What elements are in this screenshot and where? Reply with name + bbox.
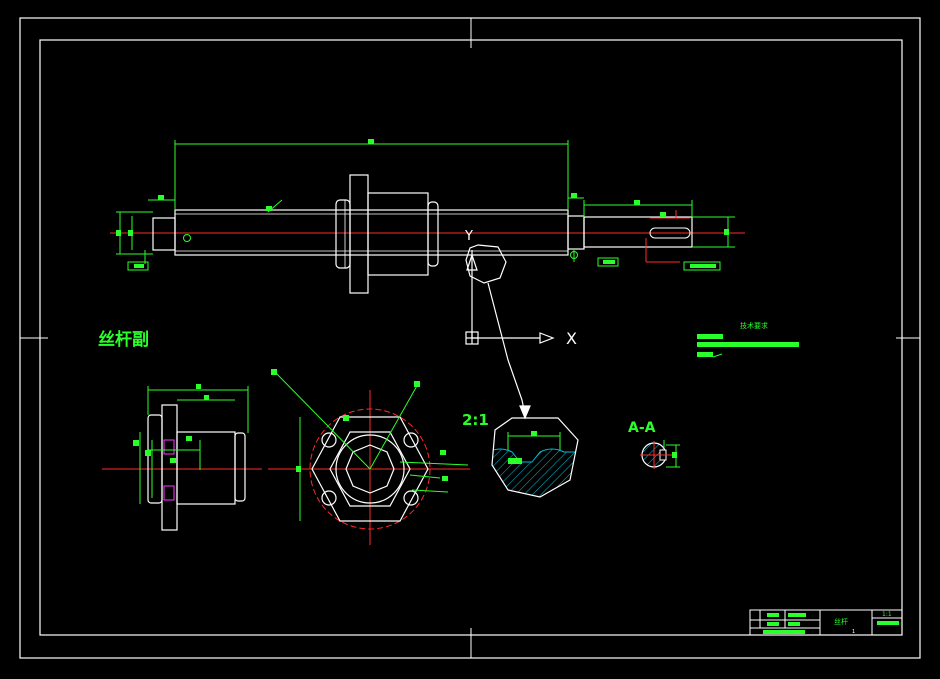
drawing-title: 丝杆副	[98, 329, 149, 350]
detail-view	[491, 417, 579, 498]
shaft-dimensions	[116, 139, 735, 271]
nut-front-view	[268, 369, 470, 545]
title-block-scale: 1:1	[882, 611, 892, 618]
tech-requirements-heading: 技术要求	[740, 321, 768, 330]
keyway	[649, 227, 691, 239]
detail-callout	[465, 244, 531, 420]
section-label: A-A	[628, 420, 656, 436]
tech-requirements-block: 技术要求	[697, 321, 799, 358]
axis-y-label: Y	[464, 229, 473, 244]
screw-shaft-view	[110, 174, 745, 294]
title-block: 丝杆 1:1 1	[749, 609, 903, 636]
title-block-sheet: 1	[852, 629, 855, 635]
axis-x-label: X	[566, 329, 577, 348]
section-view	[640, 440, 680, 469]
title-block-part-name: 丝杆	[834, 617, 848, 626]
detail-scale-label: 2:1	[462, 411, 489, 429]
centering-marks	[20, 18, 920, 658]
nut-left-ring	[335, 199, 351, 269]
ucs-icon	[465, 250, 555, 345]
nut-side-view	[102, 384, 262, 531]
right-journal	[583, 216, 693, 248]
nut-right-ring	[427, 201, 439, 267]
